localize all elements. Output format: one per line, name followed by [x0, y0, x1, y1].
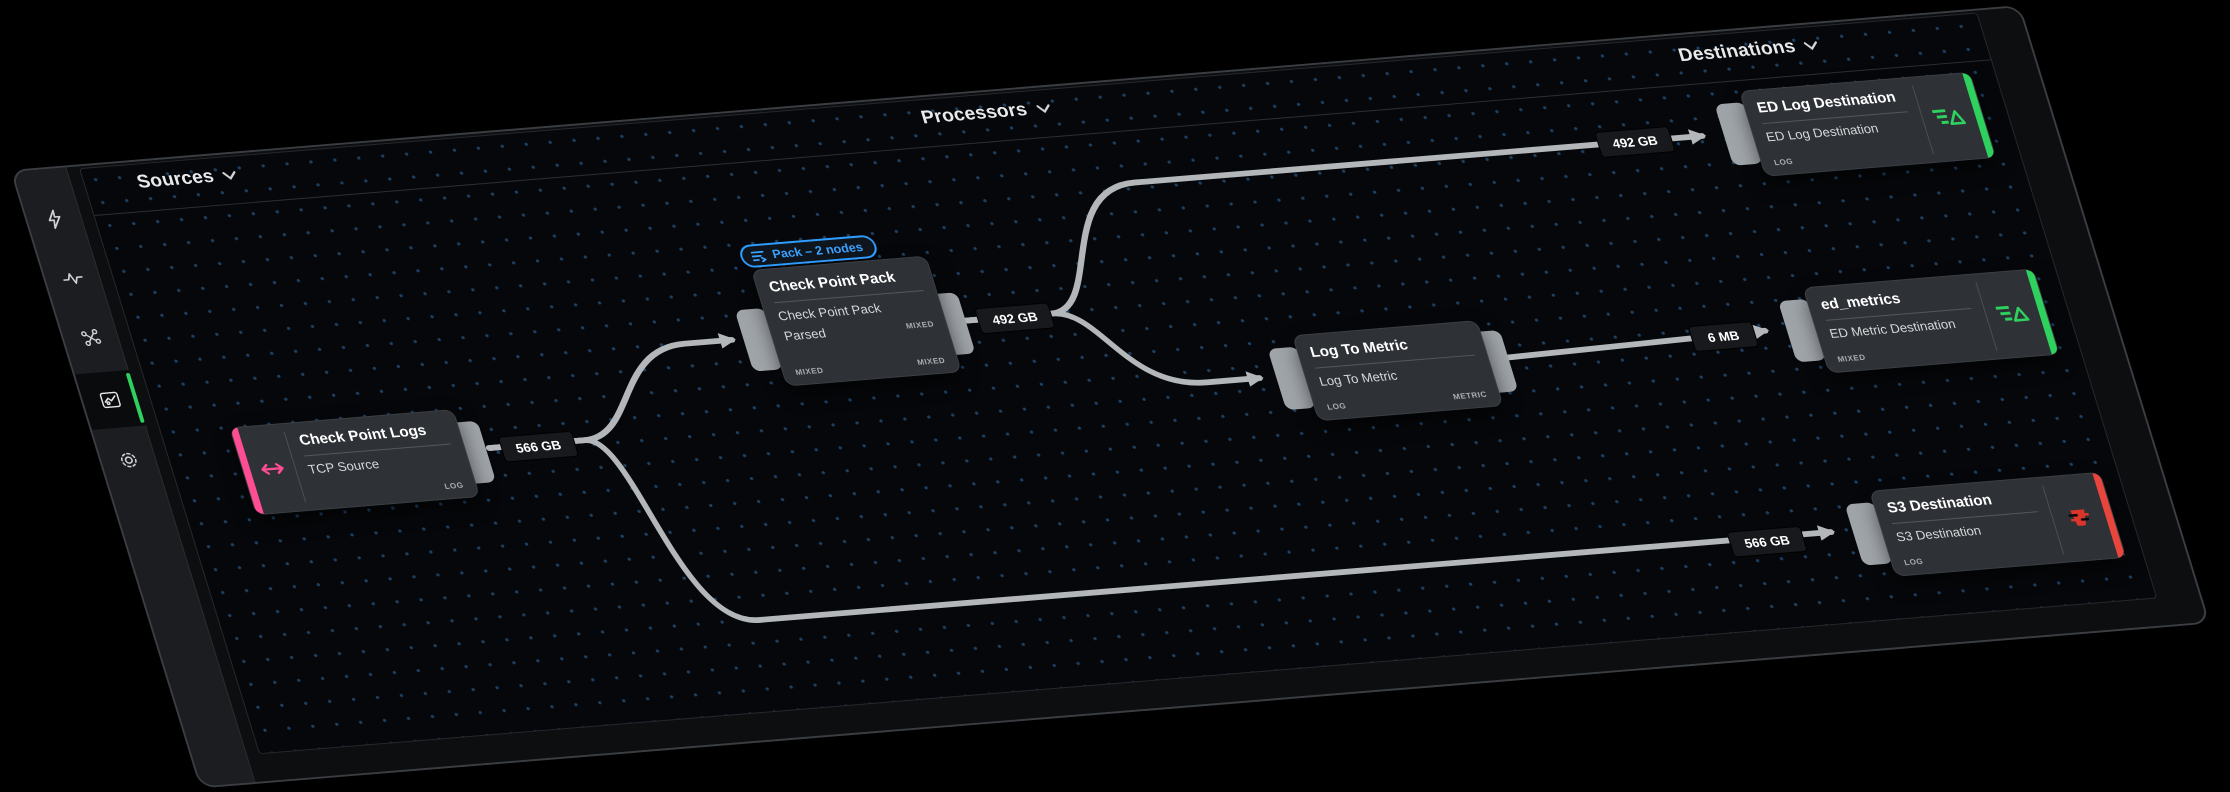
output-type-tag: LOG — [443, 480, 465, 491]
wire-source-to-s3[interactable] — [485, 343, 1836, 638]
cluster-icon — [81, 329, 102, 347]
wires-layer — [463, 129, 1836, 638]
node-ed-log-destination[interactable]: ED Log Destination ED Log Destination LO… — [1738, 71, 1997, 177]
tcp-arrows-icon — [261, 463, 284, 475]
pack-row-parsed: Parsed — [782, 325, 828, 344]
section-destinations[interactable]: Destinations — [1676, 34, 1822, 67]
chevron-down-icon — [222, 171, 236, 180]
output-type-tag: MIXED — [904, 319, 936, 331]
wire-source-to-pack[interactable] — [463, 333, 759, 451]
node-check-point-pack[interactable]: Check Point Pack Check Point Pack Parsed… — [750, 255, 963, 387]
sidebar-item-activity[interactable] — [38, 251, 107, 305]
input-type-tag: LOG — [1772, 157, 1795, 168]
pack-collapse-icon — [750, 250, 767, 262]
sidebar-item-bolt[interactable] — [20, 192, 89, 246]
node-log-to-metric[interactable]: Log To Metric Log To Metric LOG METRIC — [1291, 320, 1504, 422]
input-type-tag: MIXED — [1836, 352, 1867, 364]
section-processors[interactable]: Processors — [919, 98, 1055, 130]
sidebar-item-cluster[interactable] — [57, 311, 126, 365]
throughput-label-ed-metrics-in[interactable]: 6 MB — [1687, 321, 1760, 353]
node-check-point-logs[interactable]: Check Point Logs TCP Source LOG — [229, 408, 481, 516]
section-sources[interactable]: Sources — [134, 164, 241, 193]
s3-icon — [2068, 509, 2090, 526]
node-ed-metrics[interactable]: ed_metrics ED Metric Destination MIXED — [1802, 268, 2060, 374]
gear-icon — [120, 452, 137, 468]
chevron-down-icon — [1035, 104, 1050, 114]
input-type-tag: LOG — [1903, 556, 1925, 568]
activity-icon — [63, 273, 83, 284]
node-s3-destination[interactable]: S3 Destination S3 Destination LOG — [1868, 471, 2127, 577]
edgedelta-icon — [1931, 109, 1967, 126]
wire-pack-to-edlog[interactable] — [926, 129, 1740, 324]
output-type-tag: MIXED — [916, 355, 947, 367]
input-type-tag: MIXED — [794, 365, 825, 377]
sidebar — [12, 167, 256, 787]
pack-badge-label: Pack – 2 nodes — [770, 240, 865, 262]
pipelines-icon — [99, 391, 121, 409]
pipeline-app-window: Sources Processors Destinations — [10, 5, 2211, 789]
edgedelta-icon — [1995, 305, 2030, 322]
wire-pack-to-logtometric[interactable] — [959, 299, 1264, 401]
pack-badge[interactable]: Pack – 2 nodes — [737, 234, 881, 269]
sidebar-item-pipelines[interactable] — [74, 369, 146, 430]
bolt-icon — [48, 209, 61, 229]
pipeline-canvas[interactable]: Sources Processors Destinations — [78, 12, 2158, 755]
output-type-tag: METRIC — [1451, 389, 1489, 402]
canvas-outer: Sources Processors Destinations — [66, 7, 2208, 782]
chevron-down-icon — [1804, 41, 1818, 51]
input-type-tag: LOG — [1326, 401, 1348, 412]
sidebar-item-settings[interactable] — [94, 433, 163, 487]
